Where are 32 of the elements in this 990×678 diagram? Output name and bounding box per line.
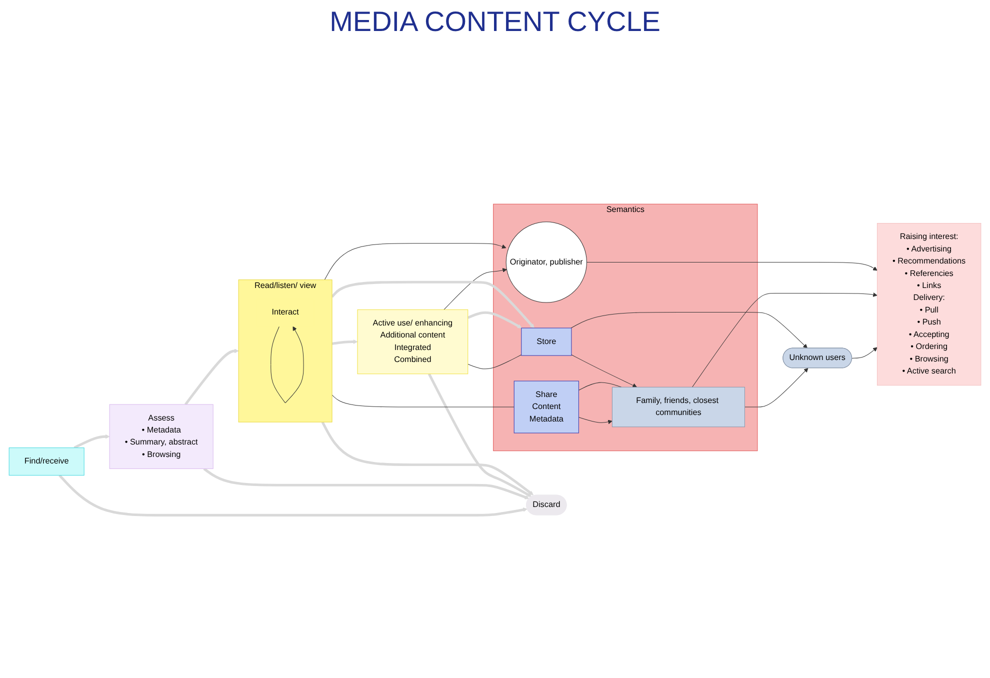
connector — [332, 395, 514, 408]
node-circle: Originator, publisher — [506, 222, 587, 304]
arrow — [852, 348, 878, 359]
connector — [578, 382, 622, 391]
arrow — [744, 368, 808, 408]
arrow — [570, 312, 808, 349]
node-box: Share Content Metadata — [514, 381, 579, 434]
arrow — [692, 292, 878, 388]
arrow — [586, 262, 878, 272]
arrow — [332, 340, 358, 346]
arrow — [571, 354, 638, 388]
connector — [468, 354, 522, 370]
node-box: Store — [521, 328, 572, 356]
arrow — [444, 268, 507, 310]
node-box: Assess • Metadata • Summary, abstract • Browsing — [109, 404, 214, 470]
arrow — [321, 422, 534, 496]
arrow — [58, 474, 528, 517]
arrow — [184, 349, 239, 406]
node-box: Raising interest: • Advertising • Recommendations • Referencies • Links Delivery: • Pull • Push • Accepting • Ordering • Browsing • Active search — [876, 223, 982, 386]
arrow — [467, 312, 522, 329]
arrow — [428, 374, 532, 498]
node-box: Active use/ enhancing Additional content Integrated Combined — [357, 310, 468, 374]
node-box: Find/receive — [8, 448, 84, 476]
arrow — [203, 468, 530, 500]
arrow — [324, 243, 506, 280]
diagram-title: MEDIA CONTENT CYCLE — [330, 6, 660, 38]
arrow — [578, 417, 612, 425]
arrow — [331, 281, 534, 329]
arrow — [74, 434, 110, 450]
node-text: Interact — [272, 308, 299, 318]
node-box: Family, friends, closest communities — [612, 387, 745, 428]
arrow — [270, 326, 304, 404]
